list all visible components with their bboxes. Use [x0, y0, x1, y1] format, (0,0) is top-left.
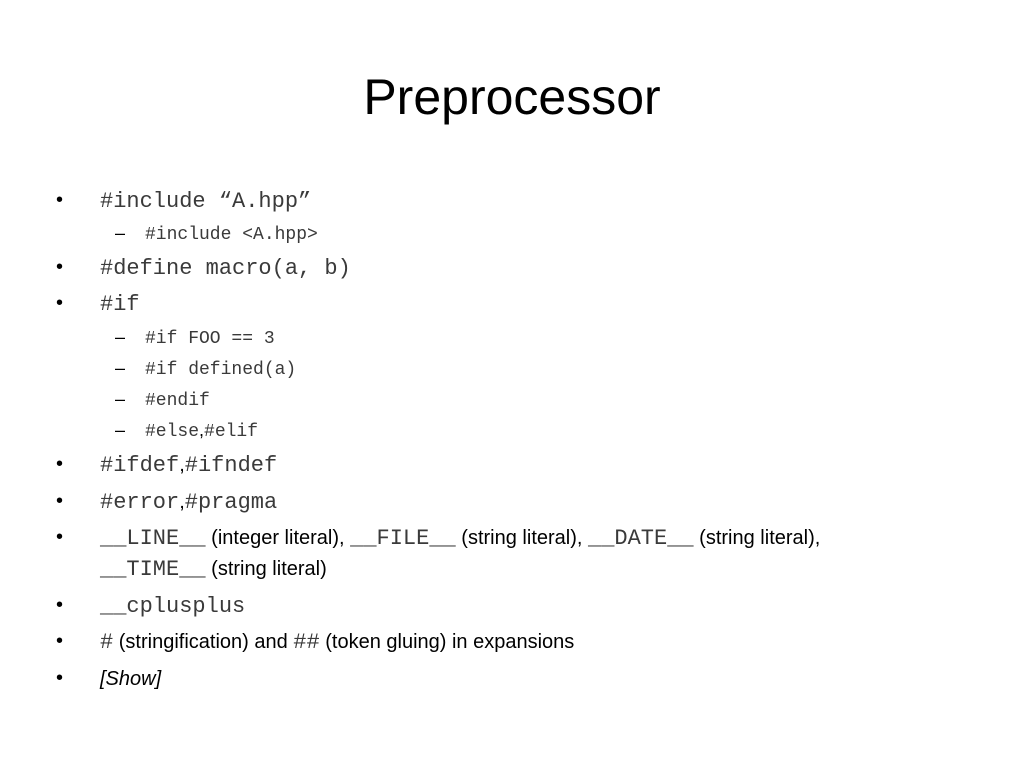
dash-icon: –: [115, 358, 126, 378]
item-text: (string literal),: [455, 527, 588, 549]
macro-name: __LINE__: [100, 526, 206, 551]
sub-list-item: – #if defined(a): [115, 354, 297, 384]
list-item: • #include “A.hpp”: [56, 184, 312, 218]
item-text: #ifndef: [184, 453, 278, 478]
item-text: #if FOO == 3: [145, 329, 275, 349]
macro-name: __TIME__: [100, 557, 206, 582]
item-text: (stringification) and: [113, 631, 294, 653]
dash-icon: –: [115, 223, 126, 243]
list-item: • #if: [56, 287, 140, 321]
list-item: • __cplusplus: [56, 589, 246, 623]
comma: ,: [199, 420, 205, 440]
comma: ,: [179, 454, 185, 476]
list-item: • #ifdef,#ifndef: [56, 448, 278, 482]
sub-list-item: – #else,#elif: [115, 416, 259, 446]
item-text: (string literal): [205, 558, 327, 580]
macro-name: ##: [293, 630, 320, 655]
list-item-continuation: __TIME__ (string literal): [100, 552, 327, 586]
item-text: (integer literal),: [205, 527, 351, 549]
slide-title: Preprocessor: [363, 69, 661, 125]
item-text: #if: [100, 292, 140, 317]
bullet-icon: •: [56, 594, 64, 616]
bullet-icon: •: [56, 490, 64, 512]
item-text: #include <A.hpp>: [145, 225, 318, 245]
macro-name: #: [100, 630, 114, 655]
list-item: • # (stringification) and ## (token glui…: [56, 625, 575, 659]
item-text: #pragma: [184, 490, 278, 515]
list-item: • #define macro(a, b): [56, 251, 351, 285]
item-text: #include “A.hpp”: [100, 189, 312, 214]
macro-name: __FILE__: [350, 526, 456, 551]
item-text: #define macro(a, b): [100, 256, 351, 281]
list-item: • #error,#pragma: [56, 485, 278, 519]
comma: ,: [179, 491, 185, 513]
list-item: • __LINE__ (integer literal), __FILE__ (…: [56, 521, 821, 555]
bullet-icon: •: [56, 526, 64, 548]
sub-list-item: – #if FOO == 3: [115, 323, 275, 353]
item-text: #if defined(a): [145, 360, 297, 380]
dash-icon: –: [115, 389, 126, 409]
bullet-icon: •: [56, 189, 64, 211]
sub-list-item: – #include <A.hpp>: [115, 219, 318, 249]
item-text: (string literal),: [693, 527, 821, 549]
bullet-icon: •: [56, 667, 64, 689]
bullet-icon: •: [56, 453, 64, 475]
macro-name: __DATE__: [588, 526, 694, 551]
item-text: #error: [100, 490, 180, 515]
item-text: [Show]: [100, 668, 162, 690]
dash-icon: –: [115, 327, 126, 347]
item-text: (token gluing) in expansions: [319, 631, 575, 653]
bullet-icon: •: [56, 256, 64, 278]
item-text: #endif: [145, 391, 210, 411]
item-text: __cplusplus: [100, 594, 246, 619]
bullet-icon: •: [56, 292, 64, 314]
item-text: #else: [145, 422, 200, 442]
list-item: • [Show]: [56, 662, 162, 695]
dash-icon: –: [115, 420, 126, 440]
bullet-icon: •: [56, 630, 64, 652]
sub-list-item: – #endif: [115, 385, 210, 415]
item-text: #ifdef: [100, 453, 180, 478]
item-text: #elif: [204, 422, 259, 442]
